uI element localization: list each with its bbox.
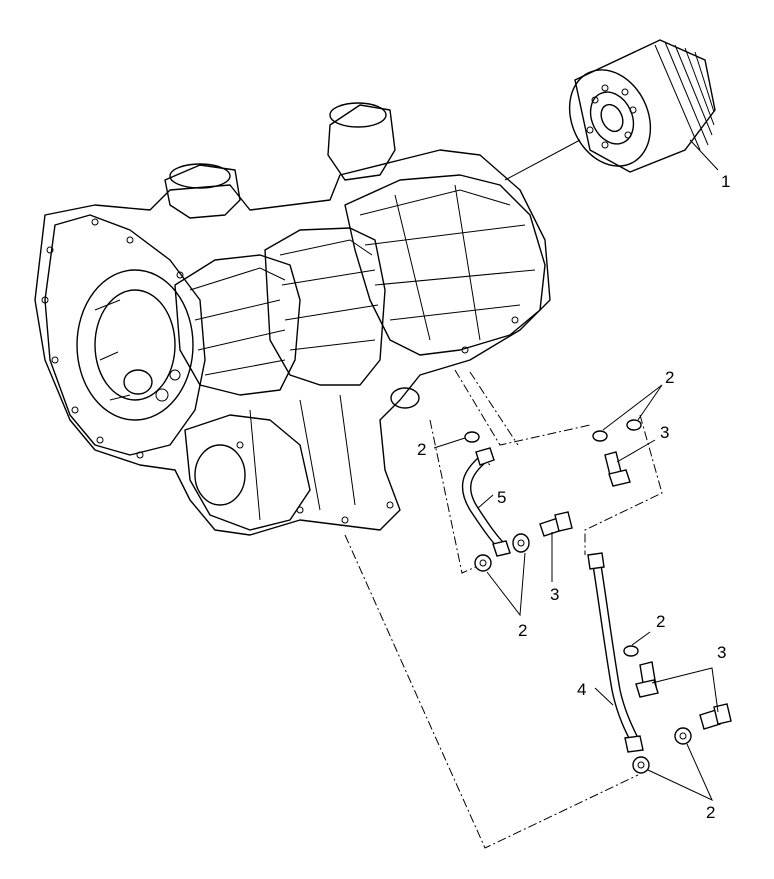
callout-2-upper-right: 2 xyxy=(665,368,674,387)
oil-line-4 xyxy=(587,552,644,753)
callout-2-upper-left: 2 xyxy=(417,440,426,459)
sealing-washers xyxy=(464,419,692,774)
callout-5: 5 xyxy=(497,488,506,507)
leader-lines xyxy=(433,384,719,802)
leader-4 xyxy=(594,687,614,706)
callout-3-lower: 3 xyxy=(717,643,726,662)
callout-2-mid: 2 xyxy=(518,621,527,640)
engine-crankcase xyxy=(34,102,551,536)
leader-1 xyxy=(689,139,719,171)
leader-filter xyxy=(504,139,581,181)
leader-5 xyxy=(477,494,494,509)
callout-3-mid: 3 xyxy=(550,585,559,604)
callout-1: 1 xyxy=(721,172,730,191)
alignment-lines xyxy=(344,369,663,849)
callout-2-lower: 2 xyxy=(656,612,665,631)
callout-4: 4 xyxy=(577,680,586,699)
oil-filter xyxy=(568,39,716,173)
banjo-bolts xyxy=(539,451,732,730)
callout-3-upper-right: 3 xyxy=(660,423,669,442)
callout-2-bottom: 2 xyxy=(706,803,715,822)
